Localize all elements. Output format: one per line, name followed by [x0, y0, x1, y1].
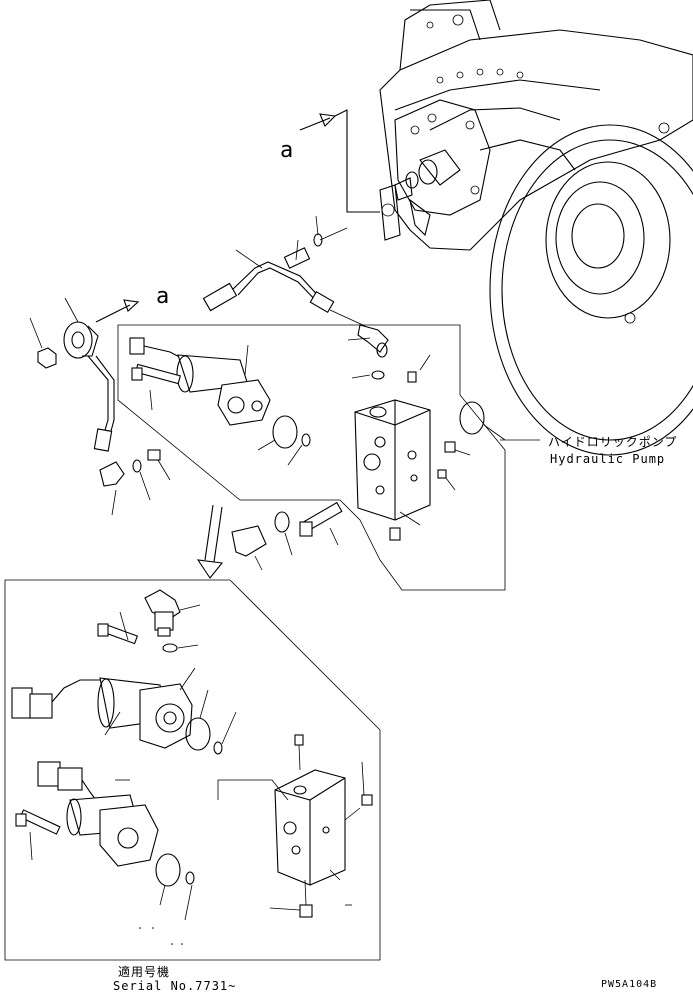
- pilot-tube: [202, 249, 389, 358]
- left-hose-assembly: [29, 297, 171, 516]
- hydraulic-pump: [379, 0, 693, 456]
- serial-heading-jp: 適用号機: [118, 965, 171, 979]
- detail-view-box: [4, 579, 381, 961]
- valve-block-upper: [351, 354, 506, 541]
- view-mark-a-left: a: [156, 284, 170, 309]
- solenoid-valve-detail-b: [15, 761, 195, 921]
- pump-name-jp: ハイドロリックポンプ: [548, 435, 678, 449]
- valve-group-outline: [117, 324, 506, 591]
- plug-and-bolt-row: [196, 501, 343, 579]
- serial-number: Serial No.7731~: [113, 979, 237, 993]
- drawing-code: PW5A104B: [601, 979, 658, 990]
- view-indicator-top: [299, 109, 380, 213]
- pump-port-fitting: [283, 215, 348, 269]
- solenoid-valve-upper: [129, 337, 311, 466]
- pump-name-en: Hydraulic Pump: [550, 452, 666, 466]
- view-mark-a-top: a: [280, 138, 294, 163]
- stray-marks: [139, 927, 183, 945]
- valve-block-lower: [217, 734, 373, 918]
- pressure-switch: [144, 589, 201, 653]
- solenoid-valve-detail-a: [11, 667, 237, 755]
- detail-bolt-upper: [97, 611, 139, 645]
